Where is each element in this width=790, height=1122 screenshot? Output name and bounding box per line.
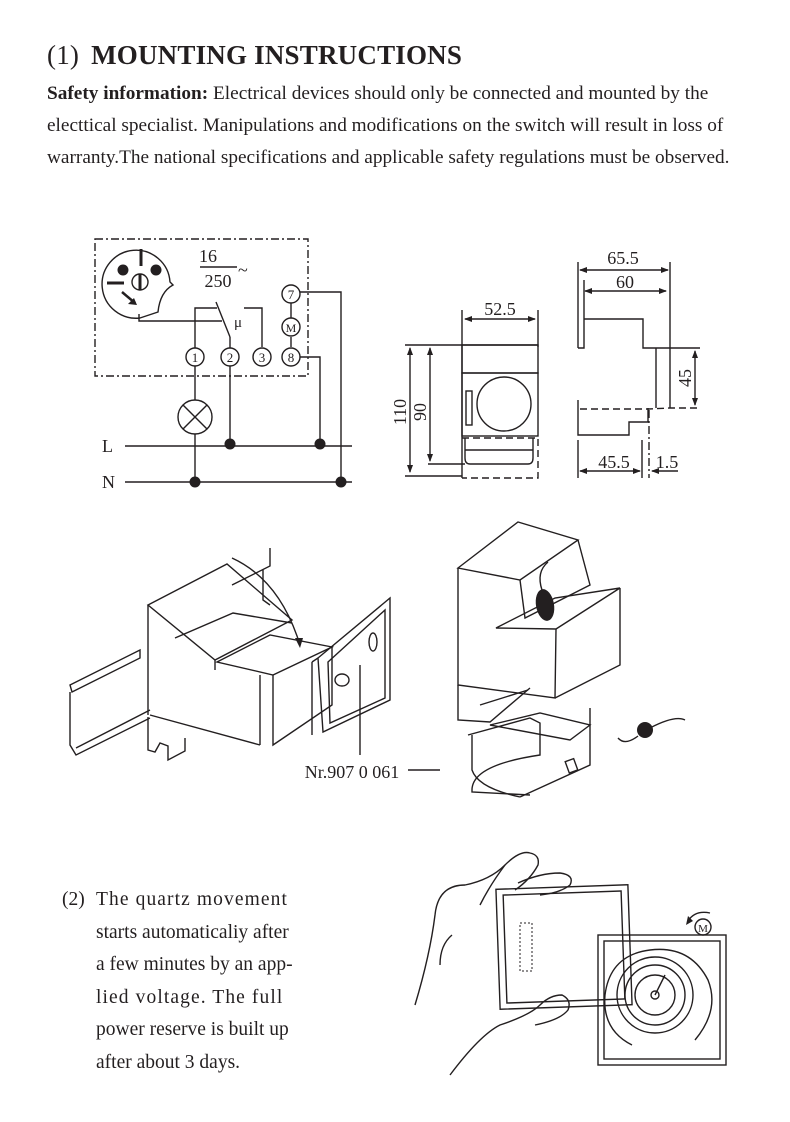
timer-dial (597, 934, 727, 1066)
step-line: power reserve is built up (96, 1019, 289, 1040)
quartz-movement-illustration: M (410, 845, 740, 1085)
safety-text: Electrical devices should only be connec… (47, 83, 730, 168)
neutral-label: N (102, 472, 115, 492)
terminal-2: 2 (220, 347, 240, 367)
front-height-total-label: 110 (390, 399, 410, 425)
step-line: lied voltage. The full (96, 986, 284, 1008)
front-height-body-label: 90 (410, 403, 430, 421)
line-label: L (102, 436, 113, 456)
hand-icon (414, 851, 572, 1076)
section-title: (1) MOUNTING INSTRUCTIONS (47, 40, 462, 71)
safety-label: Safety information: (47, 83, 209, 104)
side-depth-body-label: 60 (616, 272, 634, 292)
rating-denominator: 250 (205, 271, 232, 291)
section-heading: MOUNTING INSTRUCTIONS (91, 40, 463, 70)
din-rail-device (69, 548, 335, 762)
cover-plate (311, 596, 391, 735)
part-number-label: Nr.907 0 061 (305, 762, 400, 782)
dial-icon (101, 249, 175, 319)
terminal-3: 3 (252, 347, 272, 367)
device-boundary (94, 238, 309, 377)
side-front-height-label: 45 (675, 369, 695, 387)
svg-text:7: 7 (288, 287, 295, 302)
terminal-7: 7 (281, 284, 301, 304)
svg-text:2: 2 (227, 350, 234, 365)
svg-text:M: M (698, 923, 708, 935)
rotation-arrow (231, 557, 301, 646)
front-width-label: 52.5 (484, 299, 516, 319)
front-dimension-drawing: 52.5 110 90 (380, 240, 550, 490)
step-line: a few minutes by an app- (96, 954, 293, 975)
terminal-8: 8 (281, 347, 301, 367)
motor-symbol: M (281, 317, 301, 337)
cover-card (495, 884, 633, 1010)
svg-text:3: 3 (259, 350, 266, 365)
rating-numerator: 16 (199, 246, 217, 266)
mounting-illustration: Nr.907 0 061 (60, 510, 750, 810)
terminal-1: 1 (185, 347, 205, 367)
lamp-icon (177, 399, 213, 435)
micro-symbol: μ (234, 315, 242, 331)
switch-contact (215, 301, 231, 338)
side-base-depth-label: 45.5 (598, 452, 630, 472)
svg-text:M: M (286, 321, 297, 335)
step-number: (2) (62, 889, 85, 910)
step-line: after about 3 days. (96, 1051, 241, 1073)
step-line: starts automaticaliy after (96, 921, 289, 943)
wiring-diagram: 16 250 ~ μ 1 2 3 7 M 8 L (90, 230, 370, 500)
motor-rotation-icon: M (686, 911, 712, 936)
side-dimension-drawing: 65.5 60 45 45.5 1.5 (570, 240, 710, 490)
svg-text:8: 8 (288, 350, 295, 365)
side-offset-label: 1.5 (656, 452, 679, 472)
side-depth-total-label: 65.5 (607, 248, 639, 268)
safety-information: Safety information: Electrical devices s… (47, 78, 757, 174)
section-number: (1) (47, 40, 80, 70)
timer-device-open (456, 521, 686, 798)
svg-text:1: 1 (192, 350, 199, 365)
step-line: The quartz movement (96, 889, 289, 910)
ac-symbol: ~ (238, 260, 248, 280)
